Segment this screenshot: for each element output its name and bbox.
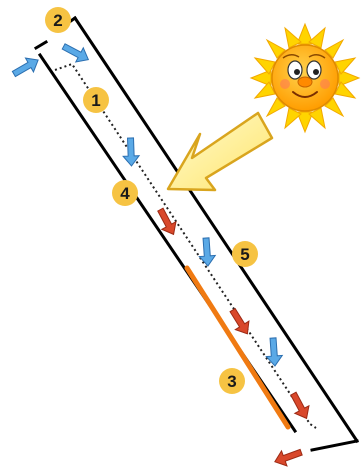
sunlight-arrow-icon [168, 113, 272, 190]
cool-air-arrow-icon [60, 39, 92, 66]
cool-air-arrow-icon [198, 237, 216, 266]
cool-air-arrow-icon [10, 53, 42, 81]
marker-4: 4 [112, 180, 138, 206]
warm-air-arrow-icon [153, 206, 180, 238]
marker-4-label: 4 [120, 184, 130, 203]
marker-2: 2 [45, 7, 71, 33]
marker-3-label: 3 [227, 372, 236, 391]
marker-3: 3 [219, 368, 245, 394]
frame-inlet-lip [36, 42, 46, 48]
marker-5-label: 5 [240, 245, 249, 264]
cool-air-arrows [10, 39, 283, 366]
warm-air-arrow-icon [272, 445, 304, 470]
marker-5: 5 [232, 241, 258, 267]
marker-1: 1 [83, 87, 109, 113]
inner-divider [55, 64, 316, 428]
frame-bottom-cap [312, 441, 357, 450]
sun-icon [251, 24, 359, 132]
warm-air-arrow-icon [286, 390, 313, 422]
marker-2-label: 2 [53, 11, 62, 30]
marker-1-label: 1 [91, 91, 100, 110]
cool-air-arrow-icon [265, 337, 283, 366]
